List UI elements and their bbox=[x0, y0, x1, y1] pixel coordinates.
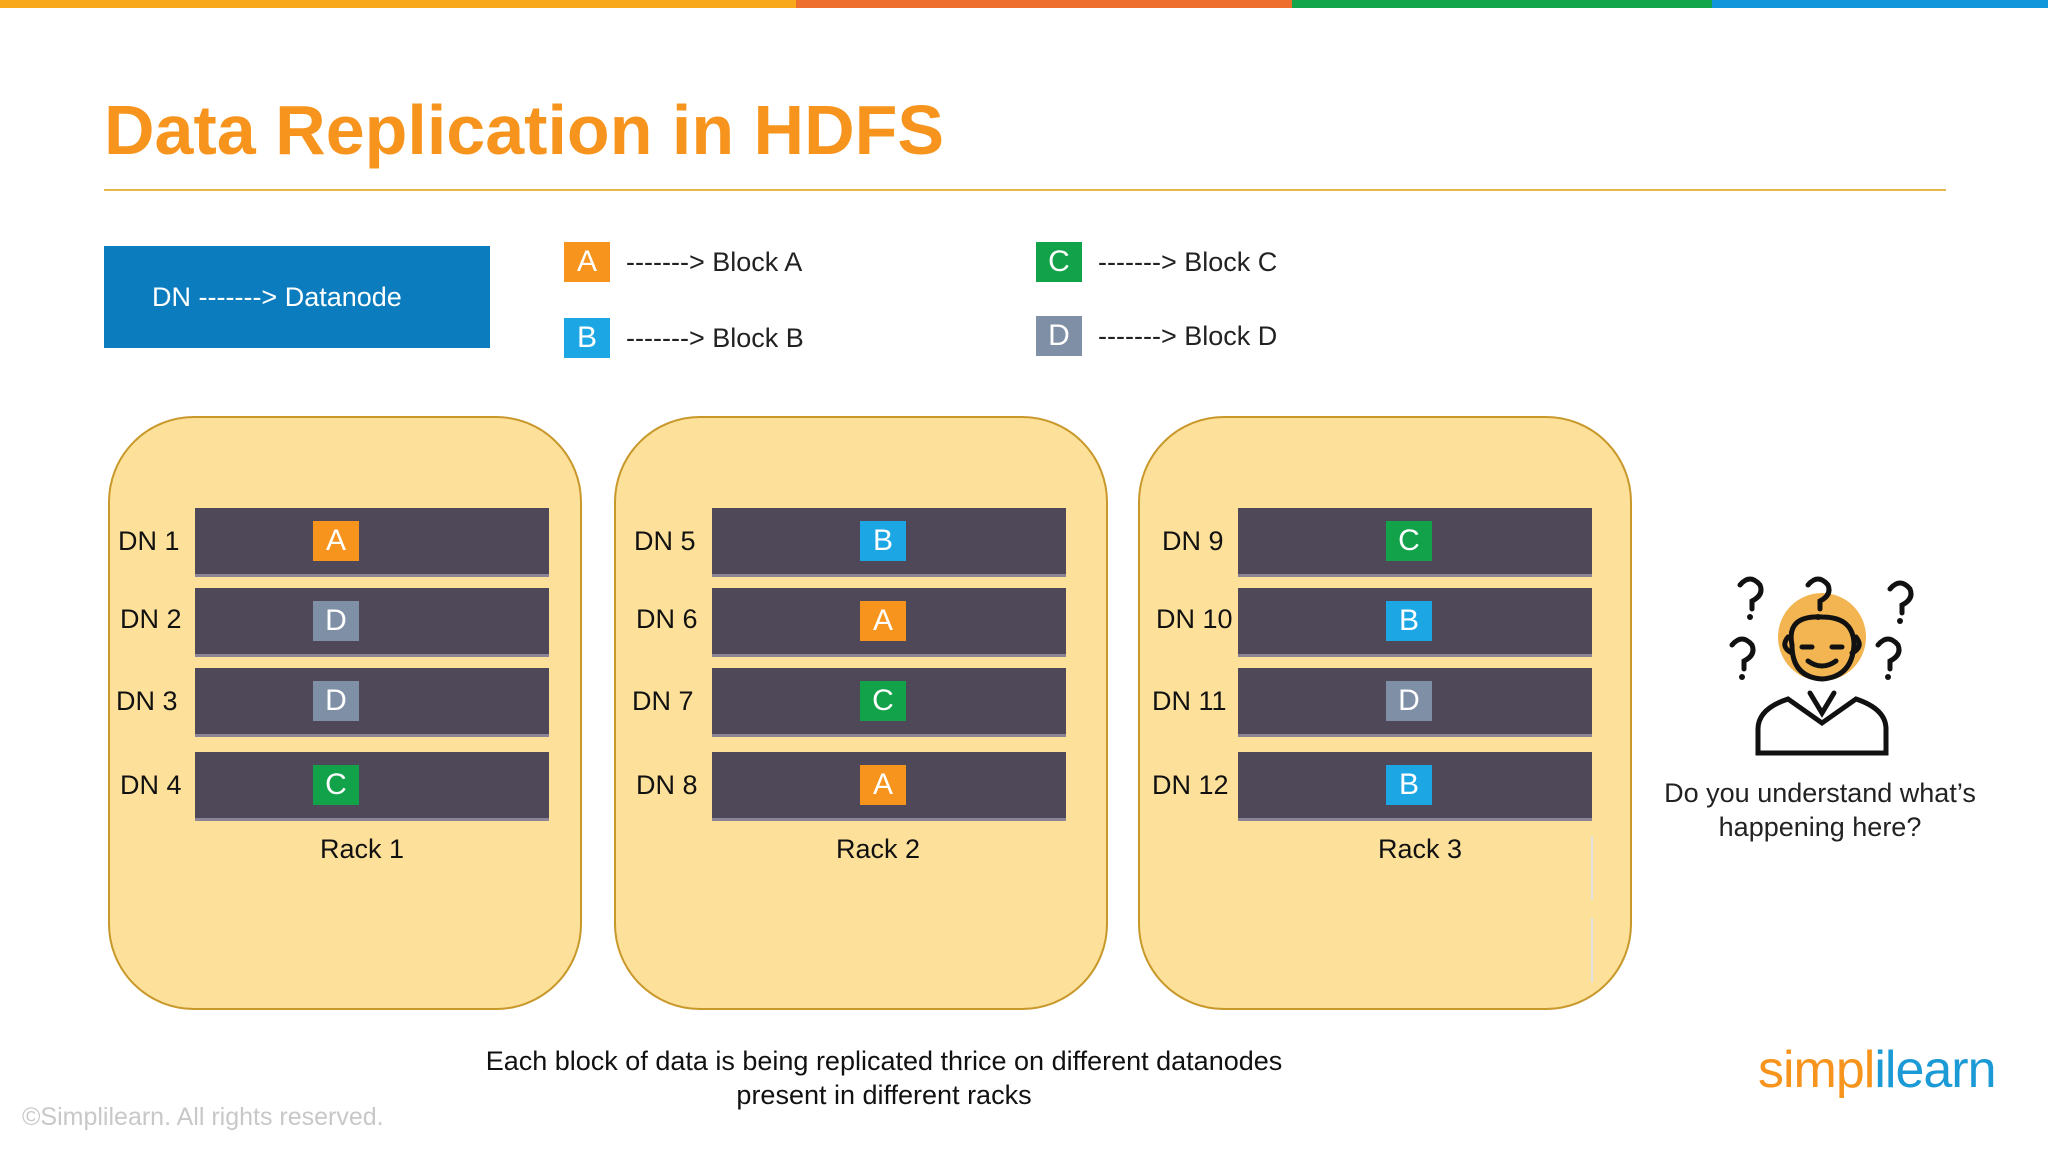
legend-block-a: A -------> Block A bbox=[564, 242, 802, 282]
rack-label: Rack 1 bbox=[320, 834, 405, 864]
block-chip: B bbox=[860, 521, 906, 561]
block-chip: B bbox=[1386, 601, 1432, 641]
datanode-legend: DN -------> Datanode bbox=[104, 246, 490, 348]
block-d-chip: D bbox=[1036, 316, 1082, 356]
block-c-chip: C bbox=[1036, 242, 1082, 282]
datanode-bar: B bbox=[712, 508, 1066, 574]
datanode-bar: D bbox=[195, 668, 549, 734]
datanode-label: DN 3 bbox=[116, 686, 178, 716]
block-chip: C bbox=[1386, 521, 1432, 561]
block-chip: A bbox=[860, 601, 906, 641]
divider-line bbox=[1591, 918, 1593, 982]
datanode-label: DN 11 bbox=[1152, 686, 1227, 716]
legend-block-c-text: -------> Block C bbox=[1098, 246, 1278, 277]
datanode-label: DN 10 bbox=[1156, 604, 1233, 634]
top-bar-segment-orange bbox=[796, 0, 1292, 8]
slide-title: Data Replication in HDFS bbox=[104, 91, 945, 169]
block-b-chip: B bbox=[564, 318, 610, 358]
datanode-bar: D bbox=[1238, 668, 1592, 734]
legend-block-d-text: -------> Block D bbox=[1098, 320, 1278, 351]
legend-block-c: C -------> Block C bbox=[1036, 242, 1277, 282]
datanode-bar: D bbox=[195, 588, 549, 654]
datanode-label: DN 2 bbox=[120, 604, 182, 634]
top-bar-segment-yellow bbox=[0, 0, 796, 8]
rack-1: DN 1 A DN 2 D DN 3 D DN 4 C Rack 1 bbox=[108, 416, 582, 1010]
datanode-label: DN 8 bbox=[636, 770, 698, 800]
block-a-chip: A bbox=[564, 242, 610, 282]
block-chip: D bbox=[313, 601, 359, 641]
question-text: Do you understand what’s happening here? bbox=[1664, 778, 1976, 842]
logo-part1: simpl bbox=[1758, 1041, 1875, 1099]
datanode-bar: B bbox=[1238, 588, 1592, 654]
datanode-bar: A bbox=[712, 588, 1066, 654]
datanode-bar: A bbox=[712, 752, 1066, 818]
top-color-bar bbox=[0, 0, 2048, 8]
block-chip: D bbox=[1386, 681, 1432, 721]
caption-text: Each block of data is being replicated t… bbox=[485, 1046, 1283, 1110]
title-divider bbox=[104, 189, 1946, 191]
datanode-label: DN 6 bbox=[636, 604, 698, 634]
rack-3: DN 9 C DN 10 B DN 11 D DN 12 B Rack 3 bbox=[1138, 416, 1632, 1010]
block-chip: B bbox=[1386, 765, 1432, 805]
top-bar-segment-green bbox=[1292, 0, 1712, 8]
rack-label: Rack 3 bbox=[1378, 834, 1463, 864]
copyright-text: ©Simplilearn. All rights reserved. bbox=[22, 1103, 384, 1131]
datanode-bar: B bbox=[1238, 752, 1592, 818]
datanode-label: DN 1 bbox=[118, 526, 180, 556]
datanode-legend-text: DN -------> Datanode bbox=[152, 281, 402, 312]
top-bar-segment-blue bbox=[1712, 0, 2048, 8]
block-chip: A bbox=[860, 765, 906, 805]
logo-part2: ilearn bbox=[1874, 1041, 1996, 1099]
block-chip: C bbox=[860, 681, 906, 721]
rack-2: DN 5 B DN 6 A DN 7 C DN 8 A Rack 2 bbox=[614, 416, 1108, 1010]
divider-line bbox=[1591, 836, 1593, 900]
datanode-bar: C bbox=[1238, 508, 1592, 574]
block-chip: A bbox=[313, 521, 359, 561]
simplilearn-logo: simplilearn bbox=[1758, 1040, 1997, 1100]
rack-label: Rack 2 bbox=[836, 834, 921, 864]
datanode-label: DN 9 bbox=[1162, 526, 1224, 556]
legend-block-b-text: -------> Block B bbox=[626, 322, 804, 353]
datanode-bar: A bbox=[195, 508, 549, 574]
legend-block-d: D -------> Block D bbox=[1036, 316, 1277, 356]
datanode-bar: C bbox=[195, 752, 549, 818]
datanode-label: DN 7 bbox=[632, 686, 694, 716]
datanode-label: DN 5 bbox=[634, 526, 696, 556]
block-chip: C bbox=[313, 765, 359, 805]
datanode-label: DN 12 bbox=[1152, 770, 1229, 800]
confused-person-icon bbox=[1720, 575, 1920, 775]
datanode-bar: C bbox=[712, 668, 1066, 734]
legend-block-a-text: -------> Block A bbox=[626, 246, 803, 277]
datanode-label: DN 4 bbox=[120, 770, 182, 800]
block-chip: D bbox=[313, 681, 359, 721]
legend-block-b: B -------> Block B bbox=[564, 318, 804, 358]
